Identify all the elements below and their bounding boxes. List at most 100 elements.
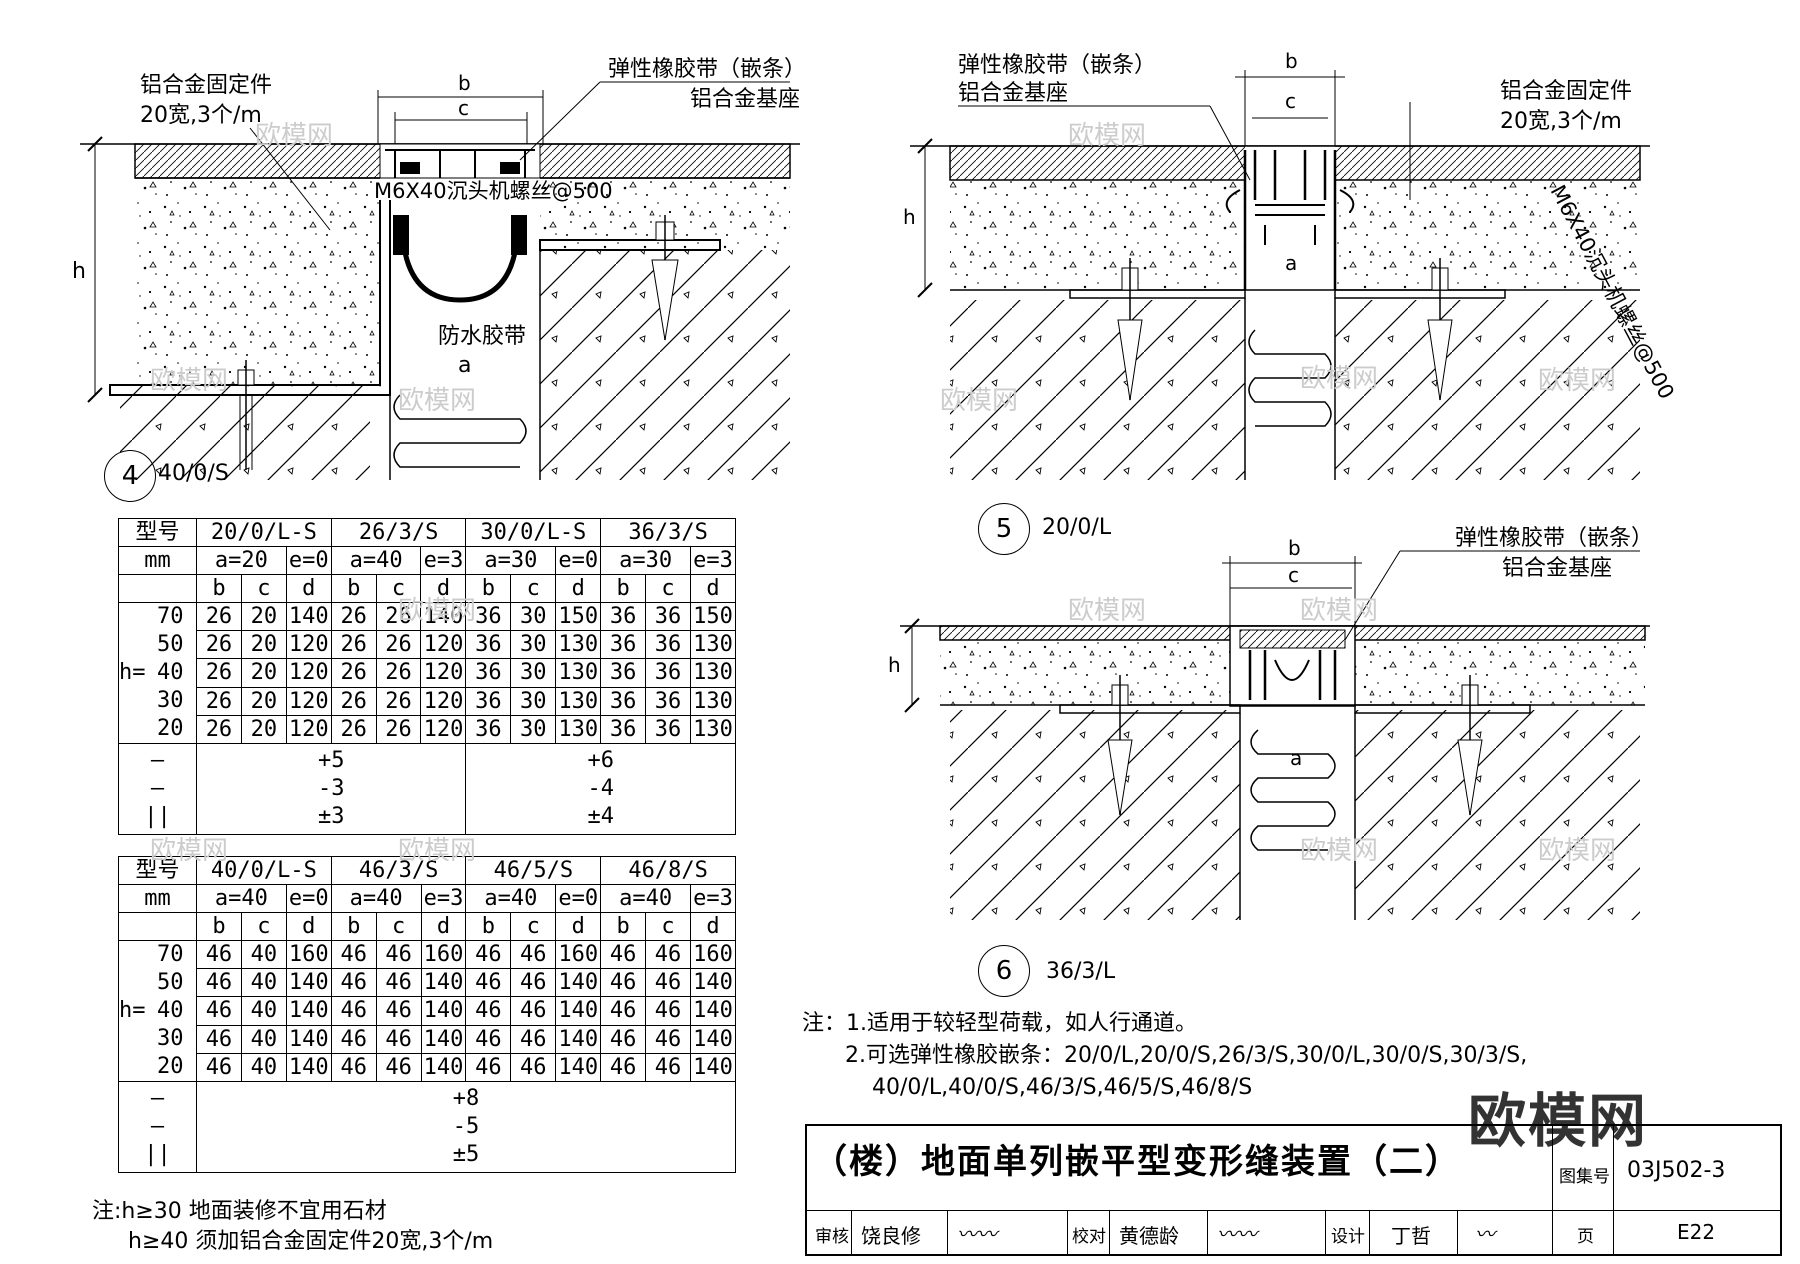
anchor-bolt-icon [237, 360, 255, 470]
spec-table-1: 型号 20/0/L-S 26/3/S 30/0/L-S 36/3/S mm a=… [118, 518, 737, 835]
col-header-d: d [555, 912, 602, 941]
detail-4-number: 4 [121, 461, 139, 491]
table-cell: 36 [645, 658, 691, 688]
table-cell: 46 [645, 1052, 691, 1083]
table-cell: 46 [375, 1052, 422, 1083]
table-cell: 46 [330, 1024, 377, 1054]
table-cell: 46 [195, 1024, 242, 1054]
param-cell: a=30 [600, 546, 691, 575]
anchor-bolt-icon [1457, 675, 1483, 816]
watermark: 欧模网 [1300, 836, 1379, 866]
dim-b: b [458, 71, 471, 95]
table-note-2: h≥40 须加铝合金固定件20宽,3个/m [128, 1229, 494, 1254]
anchor-bolt-icon [651, 215, 679, 341]
table-cell: 46 [600, 1024, 647, 1054]
param-cell: e=3 [689, 884, 737, 913]
table-cell: 140 [420, 1024, 467, 1054]
h-value: 30 [157, 1026, 184, 1051]
table-head-mm: mm [118, 546, 197, 575]
label-alu-base-6: 铝合金基座 [1502, 556, 1612, 581]
table-cell: 46 [330, 1052, 377, 1083]
table-cell: 46 [195, 1052, 242, 1083]
col-header-c: c [375, 912, 422, 941]
label-fixing-piece-5: 铝合金固定件 [1500, 79, 1632, 104]
table-cell: 130 [689, 686, 737, 716]
dim-h: h [72, 259, 86, 284]
table-cell: 36 [600, 601, 647, 632]
watermark: 欧模网 [1538, 836, 1617, 866]
param-cell: e=3 [420, 546, 467, 575]
table-cell: 26 [195, 601, 242, 632]
title-block: （楼）地面单列嵌平型变形缝装置（二） 图集号 03J502-3 审核 饶良修 〰… [805, 1124, 1782, 1256]
table-cell: 160 [420, 939, 467, 970]
param-cell: a=40 [600, 884, 691, 913]
table-cell: 26 [375, 658, 422, 688]
table-cell: 140 [420, 996, 467, 1026]
anchor-bolt-icon [1117, 258, 1143, 401]
watermark: 欧模网 [1538, 366, 1617, 396]
label-fixing-spec: 20宽,3个/m [140, 103, 262, 128]
table-cell: 40 [240, 1052, 287, 1083]
checker-signature: 〰〰 [1217, 1222, 1257, 1246]
table-cell: 46 [510, 968, 557, 998]
detail-5: h b c a 弹性橡胶带（嵌条） 铝合金基座 铝合金固定件 20宽,3个/m … [903, 49, 1679, 480]
table-cell: 140 [555, 996, 602, 1026]
table-cell: 46 [465, 1024, 512, 1054]
table-cell: 140 [285, 1052, 332, 1083]
watermark: 欧模网 [1068, 596, 1147, 626]
table-cell: 36 [465, 658, 512, 688]
table-head-mm: mm [118, 884, 197, 913]
dim-a-5: a [1285, 251, 1297, 275]
table-cell: 140 [689, 996, 737, 1026]
table-cell: 46 [195, 968, 242, 998]
check-label: 校对 [1072, 1227, 1106, 1247]
label-fixing-piece: 铝合金固定件 [140, 73, 272, 98]
table-cell: 140 [555, 1052, 602, 1083]
label-screw-4: M6X40沉头机螺丝@500 [374, 179, 613, 203]
review-label: 审核 [815, 1227, 849, 1247]
table-cell: 140 [689, 1024, 737, 1054]
table-cell: 120 [285, 630, 332, 660]
col-header-b: b [465, 912, 512, 941]
col-header-c: c [240, 574, 287, 603]
tol-value: +8 [452, 1086, 480, 1111]
table-cell: 46 [510, 939, 557, 970]
table-cell: 26 [330, 601, 377, 632]
table-cell: 36 [465, 686, 512, 716]
table-cell: 46 [330, 939, 377, 970]
table-cell: 36 [645, 630, 691, 660]
table-cell: 26 [375, 630, 422, 660]
table-cell: 46 [645, 996, 691, 1026]
h-label: h= [119, 998, 146, 1023]
param-cell: a=40 [330, 884, 422, 913]
table-cell: 140 [689, 1052, 737, 1083]
dim-a: a [458, 353, 471, 378]
table-cell: 46 [465, 996, 512, 1026]
table-cell: 20 [240, 630, 287, 660]
table-cell: 130 [555, 686, 602, 716]
table-cell: 120 [420, 658, 467, 688]
watermark: 欧模网 [940, 386, 1019, 416]
table-cell: 46 [330, 968, 377, 998]
model-cell: 30/0/L-S [465, 518, 602, 547]
page-number: E22 [1677, 1220, 1716, 1244]
table-cell: 30 [510, 630, 557, 660]
table-note-1: 注:h≥30 地面装修不宜用石材 [92, 1199, 387, 1224]
detail-6-marker: 6 [978, 945, 1030, 997]
label-waterproof: 防水胶带 [438, 324, 526, 349]
table-cell: 36 [600, 658, 647, 688]
table-cell: 140 [689, 968, 737, 998]
col-header-b: b [600, 912, 647, 941]
detail-5-marker: 5 [978, 503, 1030, 555]
dim-c-5: c [1285, 89, 1296, 113]
detail-6-number: 6 [995, 956, 1013, 986]
table-cell: 140 [285, 1024, 332, 1054]
dim-h-5: h [903, 205, 916, 229]
model-cell: 26/3/S [330, 518, 467, 547]
table-cell: 36 [645, 686, 691, 716]
